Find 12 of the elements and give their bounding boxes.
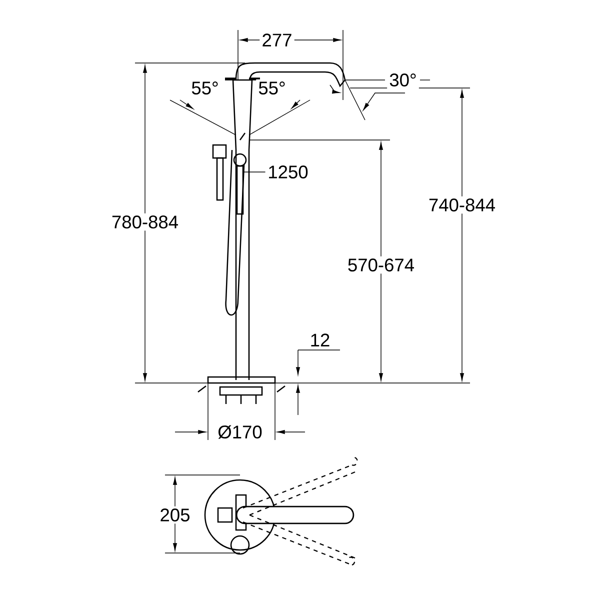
dimension-label: 55° — [256, 79, 288, 97]
dimension-label: 570-674 — [345, 256, 417, 274]
dimension-label: 277 — [260, 32, 294, 48]
dimension-label: 12 — [308, 332, 332, 348]
dimension-label: Ø170 — [216, 423, 264, 441]
dimension-label: 1250 — [269, 166, 308, 178]
dimension-label: 30° — [387, 71, 419, 89]
dimension-label: 780-884 — [109, 213, 181, 231]
dimension-label: 205 — [158, 506, 192, 524]
hand-shower — [236, 165, 244, 215]
dimension-label: 55° — [189, 79, 221, 97]
dimension-label: 740-844 — [426, 196, 498, 214]
